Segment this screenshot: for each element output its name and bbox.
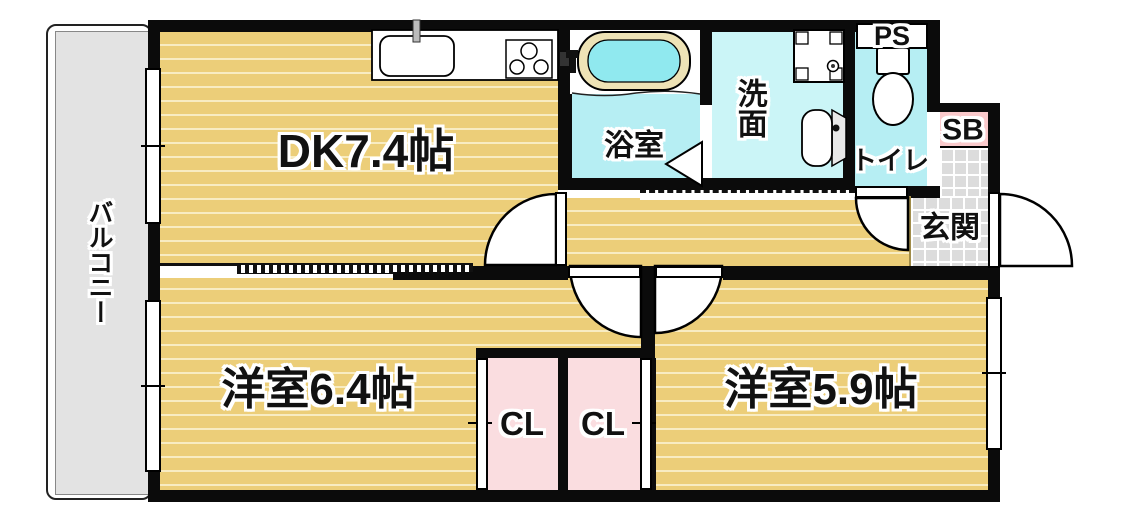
closet1-door bbox=[476, 358, 488, 490]
dk-label: DK7.4帖 bbox=[277, 125, 455, 178]
wall-bottom bbox=[148, 490, 1000, 502]
wall-mid-right bbox=[723, 266, 1000, 280]
closet2-door bbox=[640, 358, 652, 490]
wall-bedroom-post bbox=[641, 266, 655, 358]
closet1-label: CL bbox=[500, 404, 544, 442]
wall-top bbox=[148, 20, 940, 32]
wall-bath-bottom bbox=[558, 178, 855, 190]
washroom-sliding-door-track bbox=[640, 190, 855, 200]
genkan-step-line bbox=[909, 196, 911, 266]
wall-bath-washroom bbox=[700, 20, 712, 105]
genkan-tile-upper bbox=[940, 148, 988, 196]
wall-closet-top bbox=[476, 348, 652, 358]
wall-mid-left bbox=[473, 266, 568, 280]
genkan-tile bbox=[911, 196, 988, 266]
hallway-floor bbox=[567, 198, 911, 266]
sb-label: SB bbox=[942, 113, 984, 147]
closet2-label: CL bbox=[581, 404, 625, 442]
toilet-label: トイレ bbox=[850, 145, 930, 176]
bedroom1-label: 洋室6.4帖 bbox=[221, 365, 415, 415]
bath-door-opening bbox=[700, 105, 712, 178]
wall-dk-bath bbox=[558, 20, 572, 190]
dk-door-leaf bbox=[555, 192, 567, 266]
bedroom1-door-leaf bbox=[568, 266, 641, 278]
bedroom2-label: 洋室5.9帖 bbox=[724, 365, 918, 415]
wall-partition-end bbox=[393, 272, 473, 280]
balcony-label: バルコニー bbox=[85, 199, 113, 325]
toilet-door-leaf bbox=[855, 186, 908, 198]
wall-sb-stub bbox=[927, 103, 1000, 112]
entry-door-leaf bbox=[988, 192, 1000, 268]
partition-sliding-track bbox=[237, 264, 473, 274]
bedroom2-door-leaf bbox=[655, 266, 723, 278]
bath-label: 浴室 bbox=[604, 129, 664, 163]
genkan-label: 玄関 bbox=[920, 211, 980, 245]
ps-label: PS bbox=[873, 20, 911, 51]
closet2 bbox=[568, 358, 640, 490]
balcony-deck bbox=[55, 31, 154, 495]
window-bedroom2-tick bbox=[982, 372, 1006, 374]
window-bedroom1-tick bbox=[141, 385, 165, 387]
wall-closet-mid bbox=[558, 358, 568, 490]
washroom-label: 洗面 bbox=[732, 78, 766, 138]
entry-door-swing bbox=[998, 192, 1074, 268]
wall-toilet-stub bbox=[908, 186, 940, 198]
window-dk-tick bbox=[141, 145, 165, 147]
wall-toilet-right bbox=[927, 20, 940, 112]
closet1 bbox=[488, 358, 558, 490]
wall-closet-right bbox=[652, 358, 656, 490]
shoebox bbox=[940, 112, 988, 148]
